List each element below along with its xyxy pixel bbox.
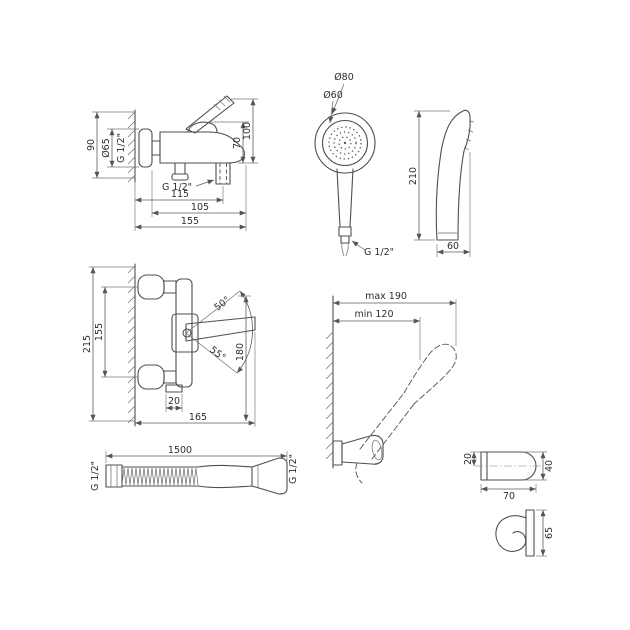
lever-grip-ticks bbox=[213, 95, 231, 111]
cartridge-dome bbox=[187, 121, 218, 133]
dim-55deg: 55° bbox=[207, 345, 227, 364]
dim-g12-hose-left: G 1/2" bbox=[90, 461, 101, 491]
dim-90: 90 bbox=[86, 139, 97, 151]
bottom-inlet-stem bbox=[163, 370, 177, 384]
head-outer-circle bbox=[314, 112, 376, 174]
diverter-knob bbox=[171, 173, 189, 181]
bracket-side-hook bbox=[495, 515, 527, 552]
handle-left-edge bbox=[336, 168, 341, 228]
dim-65b: 65 bbox=[544, 527, 555, 539]
mixer-column bbox=[175, 278, 193, 388]
face-ticks bbox=[463, 120, 475, 151]
dim-g12-wall: G 1/2" bbox=[116, 133, 127, 163]
view-holder-wall: max 190 min 120 bbox=[325, 291, 457, 484]
spout-pivot bbox=[182, 328, 192, 338]
dim-155: 155 bbox=[181, 216, 199, 227]
wall-hatch bbox=[127, 265, 136, 424]
dim-max190: max 190 bbox=[365, 291, 407, 302]
bottom-stub bbox=[165, 384, 183, 393]
dim-g12-handset: G 1/2" bbox=[364, 247, 394, 258]
dim-70: 70 bbox=[232, 137, 243, 149]
view-handset-side: 210 60 bbox=[408, 109, 475, 257]
dim-105: 105 bbox=[191, 202, 209, 213]
hose-stub2 bbox=[345, 242, 349, 257]
wall-hatch bbox=[325, 331, 334, 460]
swing-upper-limit bbox=[185, 290, 241, 334]
top-inlet-stem bbox=[163, 280, 177, 294]
cartridge-housing bbox=[171, 313, 199, 353]
view-handset-front: Ø80 Ø60 G 1/2" bbox=[314, 72, 394, 258]
dim-40b: 40 bbox=[544, 460, 555, 472]
dim-70b: 70 bbox=[503, 491, 515, 502]
bracket-top-view bbox=[480, 451, 537, 481]
hose-stub bbox=[341, 242, 345, 257]
dim-1500: 1500 bbox=[168, 445, 192, 456]
phantom-handset bbox=[355, 343, 457, 484]
dim-50deg: 50° bbox=[212, 295, 232, 314]
dim-g12-hose-right: G 1/2" bbox=[288, 454, 299, 484]
dim-g12-outlet: G 1/2" bbox=[162, 182, 192, 193]
escutcheon bbox=[138, 128, 153, 168]
dim-o80: Ø80 bbox=[334, 72, 354, 83]
bracket-side-plate bbox=[525, 509, 535, 557]
bottom-escutcheon bbox=[137, 364, 165, 390]
dim-20b: 20 bbox=[463, 453, 474, 465]
handset-profile bbox=[435, 109, 471, 241]
dim-min120: min 120 bbox=[354, 309, 393, 320]
lever-handle bbox=[185, 95, 235, 134]
top-escutcheon bbox=[137, 274, 165, 300]
dim-20: 20 bbox=[168, 396, 180, 407]
handle-right-edge bbox=[349, 168, 354, 228]
dim-155b: 155 bbox=[94, 323, 105, 341]
hose-cone-fitting bbox=[251, 457, 288, 495]
view-mixer-front: 50° 55° 215 155 180 20 165 bbox=[82, 263, 256, 427]
handle-connector bbox=[338, 226, 352, 237]
wall-nut bbox=[151, 140, 161, 156]
dim-165: 165 bbox=[189, 412, 207, 423]
dim-210: 210 bbox=[408, 167, 419, 185]
hose-left-fitting bbox=[105, 464, 123, 488]
dim-100: 100 bbox=[242, 122, 253, 140]
hose-nut bbox=[340, 235, 350, 244]
view-hose: 1500 G 1/2" G 1/2" bbox=[90, 445, 299, 495]
view-bracket: 20 70 40 65 bbox=[463, 451, 555, 557]
spout-outline bbox=[185, 316, 256, 342]
spray-nozzle-dots bbox=[328, 126, 362, 160]
diverter-stem bbox=[174, 162, 186, 175]
corrugation-zigzag bbox=[121, 467, 199, 486]
smooth-hose-top bbox=[197, 464, 253, 468]
shower-outlet-thread bbox=[215, 162, 231, 185]
wall-hatch bbox=[127, 111, 136, 183]
dim-215: 215 bbox=[82, 335, 93, 353]
holder-wall-plate bbox=[332, 440, 343, 466]
dim-o60: Ø60 bbox=[323, 90, 343, 101]
dim-o65: Ø65 bbox=[101, 138, 112, 158]
head-inner-circle bbox=[321, 119, 369, 167]
view-mixer-side: 90 Ø65 G 1/2" 70 100 G 1/2" 115 105 155 bbox=[86, 95, 258, 231]
smooth-hose-bottom bbox=[197, 485, 253, 489]
dim-115: 115 bbox=[171, 189, 189, 200]
dim-60: 60 bbox=[447, 241, 459, 252]
holder-cup-mouth bbox=[371, 439, 383, 461]
dim-180: 180 bbox=[235, 343, 246, 361]
holder-cup bbox=[341, 434, 384, 465]
swing-lower-limit bbox=[185, 332, 238, 374]
